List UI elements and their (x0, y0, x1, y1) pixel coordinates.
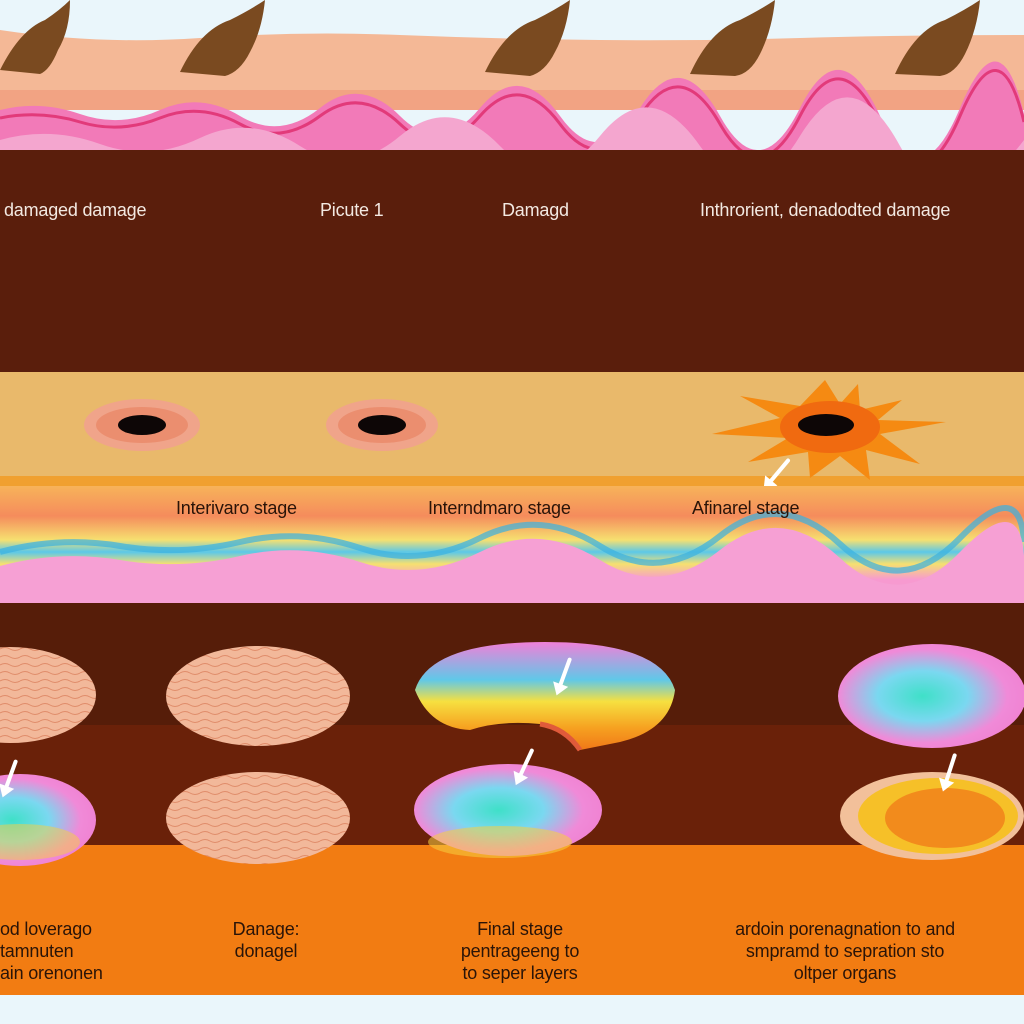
caption-line: to seper layers (462, 963, 578, 983)
hair-row (0, 0, 980, 76)
rainbow-band (0, 486, 1024, 606)
caption-col-3: Final stage pentrageeng to to seper laye… (420, 918, 620, 984)
hair-follicle-icon (690, 0, 775, 76)
caption-line: Final stage (477, 919, 563, 939)
caption-line: Danage: (232, 919, 300, 939)
tissue-oval (166, 646, 350, 746)
row1-label-4: Inthrorient, denadodted damage (700, 200, 951, 220)
caption-line: pentrageeng to (460, 941, 580, 961)
tissue-samples (0, 642, 1024, 866)
tissue-oval (415, 642, 675, 750)
caption-col-1: od loverago tamnuten ain orenonen (0, 918, 120, 984)
tan-band (0, 372, 1024, 486)
sunburst-lesion-icon (712, 380, 946, 480)
row1-label-1: damaged damage (4, 200, 147, 220)
row1-label-2: Picute 1 (320, 200, 384, 220)
row1-label-3: Damagd (502, 200, 569, 220)
lesion-icon (84, 399, 200, 451)
caption-line: oltper organs (793, 963, 897, 983)
hair-follicle-icon (895, 0, 980, 76)
row2-label-2: Interndmaro stage (428, 498, 571, 518)
caption-col-4: ardoin porenagnation to and smpramd to s… (700, 918, 990, 984)
hair-follicle-icon (180, 0, 265, 76)
caption-line: ain orenonen (0, 963, 103, 983)
dermis-band (0, 150, 1024, 375)
tissue-oval (838, 644, 1024, 748)
caption-line: ardoin porenagnation to and (735, 919, 955, 939)
bottom-edge (0, 995, 1024, 1024)
hair-follicle-icon (485, 0, 570, 76)
lesion-icon (326, 399, 438, 451)
subcutis-band (0, 845, 1024, 995)
row2-label-1: Interivaro stage (176, 498, 297, 518)
caption-col-2: Danage: donagel (196, 918, 336, 962)
hair-follicle-icon (0, 0, 70, 74)
tissue-oval (0, 647, 96, 743)
caption-line: tamnuten (0, 941, 74, 961)
caption-line: donagel (234, 941, 298, 961)
caption-line: smpramd to sepration sto (745, 941, 945, 961)
caption-line: od loverago (0, 919, 92, 939)
tissue-oval (166, 772, 350, 864)
row2-label-3: Afinarel stage (692, 498, 800, 518)
